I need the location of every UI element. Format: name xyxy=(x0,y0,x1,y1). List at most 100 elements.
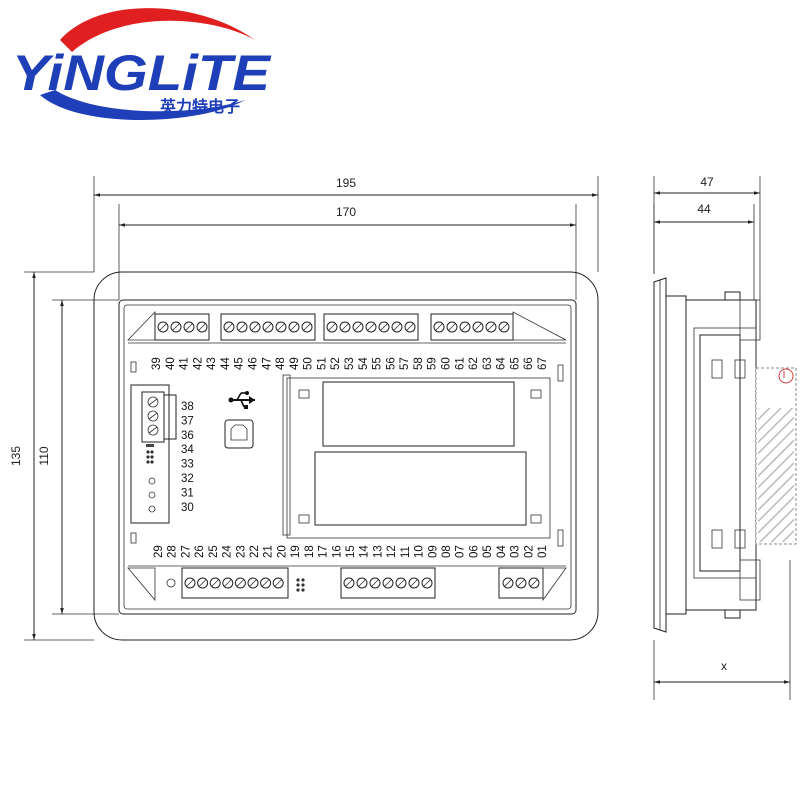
terminal-screw xyxy=(183,321,195,333)
terminal-screw xyxy=(301,321,313,333)
terminal-screw xyxy=(339,321,351,333)
terminal-label: 22 xyxy=(249,545,261,558)
terminal-label: 14 xyxy=(359,545,371,558)
terminal-screw xyxy=(170,321,182,333)
terminal-label: 15 xyxy=(345,545,357,558)
terminal-screw xyxy=(433,321,445,333)
terminal-label: 63 xyxy=(482,357,494,370)
terminal-label: 20 xyxy=(276,545,288,558)
terminal-screw xyxy=(260,577,272,589)
terminal-label: 43 xyxy=(206,357,218,370)
terminal-label: 49 xyxy=(289,357,301,370)
terminal-label: 52 xyxy=(330,357,342,370)
usb-port xyxy=(224,419,254,449)
terminal-screw xyxy=(356,577,368,589)
bottom-terminal-blocks xyxy=(127,565,567,602)
terminal-label: 61 xyxy=(454,357,466,370)
terminal-label: 50 xyxy=(303,357,315,370)
terminal-label: 55 xyxy=(372,357,384,370)
terminal-label: 13 xyxy=(372,545,384,558)
side-view: 47 44 x xyxy=(653,175,797,700)
terminal-label: 16 xyxy=(331,545,343,558)
terminal-label: 02 xyxy=(523,545,535,558)
terminal-label: 41 xyxy=(179,357,191,370)
terminal-label: 59 xyxy=(427,357,439,370)
terminal-label: 09 xyxy=(427,545,439,558)
terminal-screw xyxy=(472,321,484,333)
module-body xyxy=(118,299,577,615)
terminal-screw xyxy=(369,577,381,589)
terminal-label: 21 xyxy=(263,545,275,558)
terminal-label: 19 xyxy=(290,545,302,558)
terminal-label: 01 xyxy=(537,545,549,558)
terminal-screw xyxy=(395,577,407,589)
terminal-label: 10 xyxy=(414,545,426,558)
terminal-label: 67 xyxy=(537,357,549,370)
dim-depth-total: 47 xyxy=(700,175,714,189)
terminal-screw xyxy=(382,577,394,589)
terminal-screw xyxy=(391,321,403,333)
terminal-label: 56 xyxy=(385,357,397,370)
terminal-label: 65 xyxy=(509,357,521,370)
terminal-screw xyxy=(197,577,209,589)
terminal-label: 45 xyxy=(234,357,246,370)
logo: YiNGLiTE 英力特电子 xyxy=(12,8,272,120)
brand-name: YiNGLiTE xyxy=(12,45,272,101)
terminal-label: 38 xyxy=(181,401,194,413)
terminal-label: 04 xyxy=(496,545,508,558)
terminal-screw xyxy=(421,577,433,589)
dim-inner-height: 110 xyxy=(37,446,51,465)
dim-overall-height: 135 xyxy=(9,446,23,466)
terminal-label: 64 xyxy=(496,357,508,370)
terminal-label: 60 xyxy=(441,357,453,370)
front-bezel xyxy=(93,271,599,641)
terminal-screw xyxy=(275,321,287,333)
terminal-label: 26 xyxy=(194,545,206,558)
terminal-label: 46 xyxy=(248,357,260,370)
terminal-label: 12 xyxy=(386,545,398,558)
terminal-screw xyxy=(459,321,471,333)
logo-swoosh-blue xyxy=(40,90,245,120)
terminal-screw xyxy=(446,321,458,333)
terminal-screw xyxy=(288,321,300,333)
terminal-label: 24 xyxy=(222,545,234,558)
left-connector xyxy=(130,361,177,544)
terminal-label: 08 xyxy=(441,545,453,558)
terminal-screw xyxy=(515,577,527,589)
terminal-screw xyxy=(222,577,234,589)
terminal-label: 51 xyxy=(316,357,328,370)
terminal-screw xyxy=(485,321,497,333)
usb-icon xyxy=(228,391,255,409)
terminal-screw xyxy=(272,577,284,589)
terminal-screw xyxy=(408,577,420,589)
terminal-label: 53 xyxy=(344,357,356,370)
terminal-label: 23 xyxy=(235,545,247,558)
terminal-label: 05 xyxy=(482,545,494,558)
dim-depth-x: x xyxy=(721,659,727,673)
terminal-label: 27 xyxy=(180,545,192,558)
terminal-screw xyxy=(249,321,261,333)
terminal-label: 25 xyxy=(208,545,220,558)
display-window xyxy=(282,364,564,547)
terminal-screw xyxy=(223,321,235,333)
terminal-label: 03 xyxy=(510,545,522,558)
terminal-label: 40 xyxy=(165,357,177,370)
terminal-screw xyxy=(184,577,196,589)
terminal-label: 18 xyxy=(304,545,316,558)
terminal-label: 44 xyxy=(220,357,232,370)
terminal-screw xyxy=(234,577,246,589)
terminal-screw xyxy=(157,321,169,333)
terminal-label: 47 xyxy=(261,357,273,370)
terminal-screw xyxy=(262,321,274,333)
dim-inner-width: 170 xyxy=(336,205,356,219)
terminal-label: 37 xyxy=(181,415,194,427)
terminal-screw xyxy=(498,321,510,333)
terminal-label: 11 xyxy=(400,546,412,558)
terminal-screw xyxy=(209,577,221,589)
terminal-screw xyxy=(247,577,259,589)
terminal-label: 34 xyxy=(181,444,194,456)
